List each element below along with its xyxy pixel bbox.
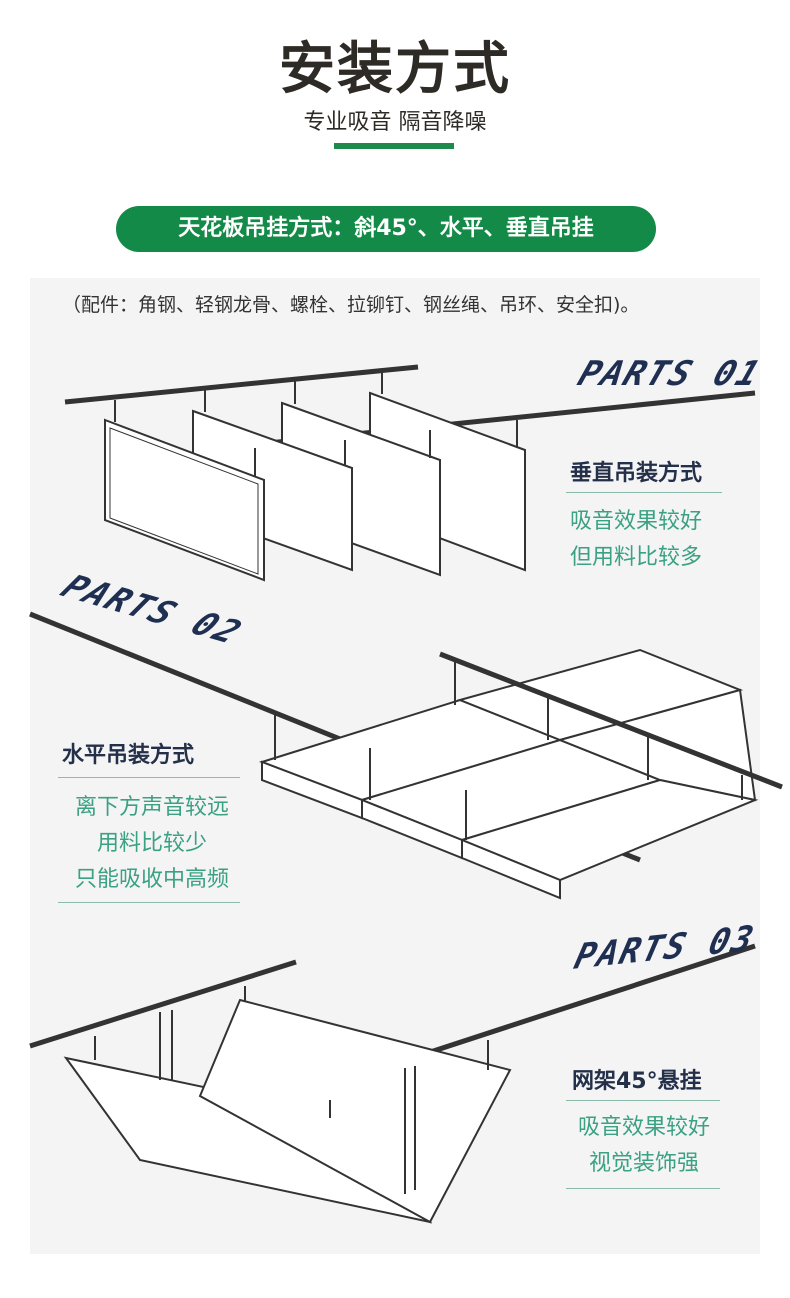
vertical-method-divider (566, 492, 722, 493)
angled-desc-line-1: 吸音效果较好 (577, 1115, 710, 1140)
title-divider (334, 143, 454, 149)
vertical-method-title: 垂直吊装方式 (570, 461, 703, 486)
horizontal-desc-line-3: 只能吸收中高频 (74, 867, 229, 892)
parts-01-label: PARTS 01 (572, 354, 768, 394)
horizontal-method-divider-bottom (58, 902, 240, 903)
horizontal-hanging-illustration (29, 611, 783, 900)
page-title: 安装方式 (279, 37, 511, 102)
vertical-method-desc: 吸音效果较好 但用料比较多 (570, 504, 702, 576)
angled-desc-line-2: 视觉装饰强 (588, 1151, 699, 1176)
vertical-desc-line-1: 吸音效果较好 (570, 509, 703, 534)
mounting-methods-banner: 天花板吊挂方式：斜45°、水平、垂直吊挂 (116, 206, 656, 252)
horizontal-desc-line-2: 用料比较少 (96, 831, 207, 856)
accessories-note: （配件：角钢、轻钢龙骨、螺栓、拉铆钉、钢丝绳、吊环、安全扣)。 (62, 294, 640, 316)
angled-hanging-illustration (29, 943, 756, 1224)
vertical-hanging-illustration (64, 364, 756, 582)
horizontal-method-divider (58, 777, 240, 778)
angled-method-divider-bottom (566, 1188, 720, 1189)
angled-method-desc: 吸音效果较好 视觉装饰强 (566, 1110, 722, 1182)
horizontal-method-title: 水平吊装方式 (62, 743, 195, 768)
horizontal-desc-line-1: 离下方声音较远 (74, 795, 229, 820)
horizontal-method-desc: 离下方声音较远 用料比较少 只能吸收中高频 (62, 790, 242, 898)
vertical-desc-line-2: 但用料比较多 (570, 545, 703, 570)
angled-method-divider (566, 1100, 720, 1101)
angled-method-title: 网架45°悬挂 (572, 1069, 702, 1094)
page-subtitle: 专业吸音 隔音降噪 (303, 110, 487, 135)
